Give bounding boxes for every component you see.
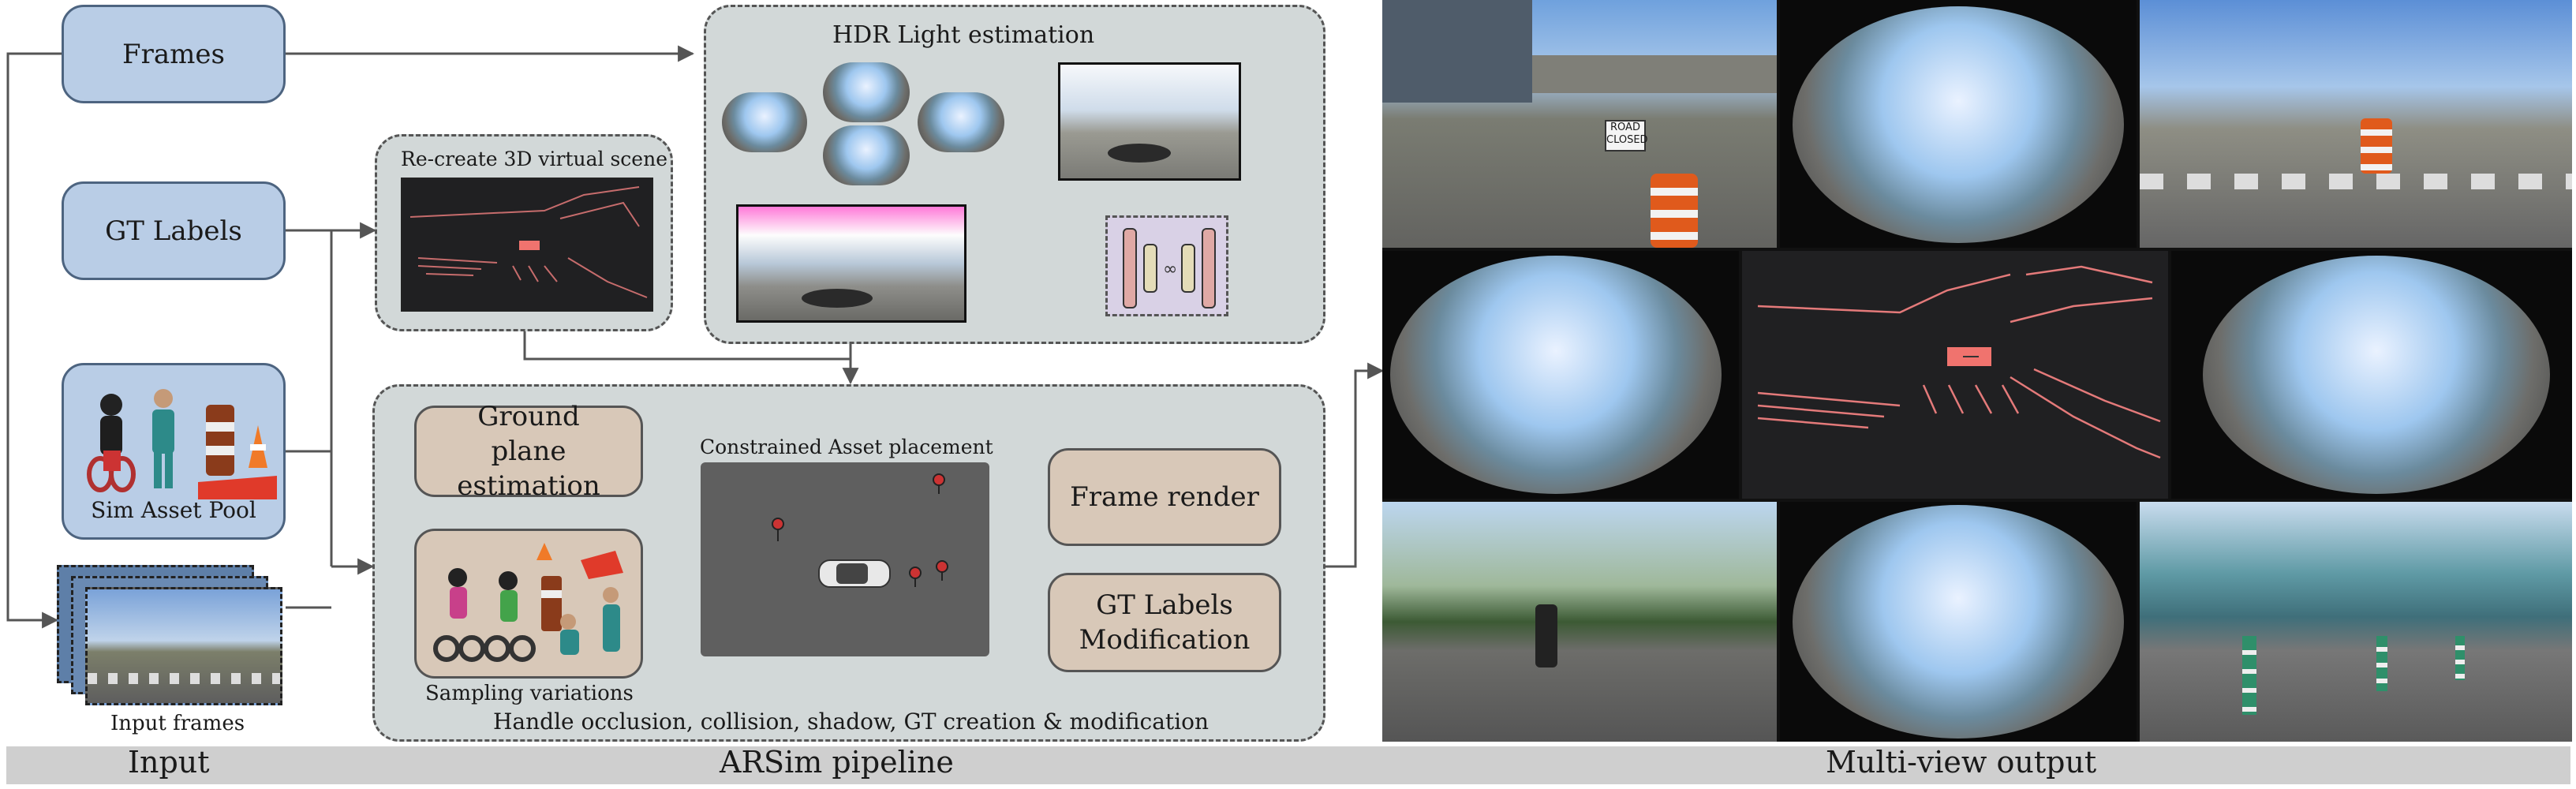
sampling-label: Sampling variations xyxy=(425,682,634,705)
arrow-frames-to-input xyxy=(6,52,62,629)
right-fisheye-lens xyxy=(2203,256,2550,494)
section-caption-bar xyxy=(6,746,2570,784)
arrow-pipeline-to-output xyxy=(1325,362,1385,568)
input-frames-stack xyxy=(57,565,286,715)
sampling-box xyxy=(414,529,643,679)
asset-placement-canvas xyxy=(701,462,989,656)
hdr-network-box: ∞ xyxy=(1105,215,1228,316)
frame-render-box: Frame render xyxy=(1048,448,1281,546)
hdr-panorama-output xyxy=(736,204,966,323)
hdr-fisheye-left xyxy=(722,92,807,152)
multi-view-output: ROAD CLOSED xyxy=(1382,0,2572,742)
placement-title: Constrained Asset placement xyxy=(700,436,993,458)
output-view-left-fisheye xyxy=(1382,251,1739,499)
frames-box: Frames xyxy=(62,5,286,103)
gt-labels-label: GT Labels xyxy=(105,215,242,247)
arrow-recreate-to-pipeline xyxy=(523,331,851,361)
output-view-front-fisheye xyxy=(1780,0,2137,248)
gt-labels-box: GT Labels xyxy=(62,181,286,280)
input-frame-front xyxy=(85,587,282,705)
virtual-scene-lines-icon xyxy=(409,186,648,298)
placement-markers-icon xyxy=(772,473,948,588)
hdr-fisheye-bottom xyxy=(823,125,910,185)
caption-pipeline: ARSim pipeline xyxy=(720,745,954,780)
output-view-rear-left xyxy=(1382,502,1777,742)
pipeline-footer: Handle occlusion, collision, shadow, GT … xyxy=(493,709,1209,735)
hdr-fisheye-right xyxy=(918,92,1004,152)
svg-text:∞: ∞ xyxy=(1163,260,1177,279)
hdr-fisheye-top xyxy=(823,62,910,122)
asset-figures-icon xyxy=(87,389,277,499)
virtual-scene-view xyxy=(401,178,653,312)
output-view-rear-right xyxy=(2140,502,2572,742)
output-view-rear-fisheye xyxy=(1780,502,2137,742)
recreate-scene-panel: Re-create 3D virtual scene xyxy=(375,134,673,331)
output-view-front-right xyxy=(2140,0,2572,248)
caption-input: Input xyxy=(128,745,210,780)
road-closed-sign: ROAD CLOSED xyxy=(1605,120,1648,151)
recreate-title: Re-create 3D virtual scene xyxy=(401,148,667,170)
frames-label: Frames xyxy=(122,38,225,70)
topdown-lanes-icon xyxy=(1757,265,2161,459)
encoder-decoder-icon: ∞ xyxy=(1123,228,1216,308)
frame-render-label: Frame render xyxy=(1070,481,1259,513)
sim-asset-pool-box: Sim Asset Pool xyxy=(62,363,286,540)
output-view-lidar-topdown xyxy=(1742,251,2168,499)
rear-fisheye-lens xyxy=(1793,505,2124,739)
hdr-light-panel: HDR Light estimation ∞ xyxy=(704,5,1325,344)
output-view-front-left: ROAD CLOSED xyxy=(1382,0,1777,248)
front-fisheye-lens xyxy=(1793,6,2124,243)
gt-modification-box: GT Labels Modification xyxy=(1048,573,1281,672)
gt-modification-label: GT Labels Modification xyxy=(1079,589,1251,656)
input-frames-label: Input frames xyxy=(110,712,245,735)
ground-plane-box: Ground plane estimation xyxy=(414,401,643,502)
caption-output: Multi-view output xyxy=(1826,745,2097,780)
asset-pool-label: Sim Asset Pool xyxy=(91,497,256,523)
arsim-pipeline-panel: Ground plane estimation xyxy=(372,384,1325,742)
hdr-panorama-input xyxy=(1058,62,1241,181)
sampling-figures-icon xyxy=(433,543,623,662)
output-view-right-fisheye xyxy=(2171,251,2572,499)
left-fisheye-lens xyxy=(1390,256,1722,494)
hdr-title: HDR Light estimation xyxy=(832,21,1095,49)
ground-plane-label: Ground plane estimation xyxy=(457,401,600,502)
